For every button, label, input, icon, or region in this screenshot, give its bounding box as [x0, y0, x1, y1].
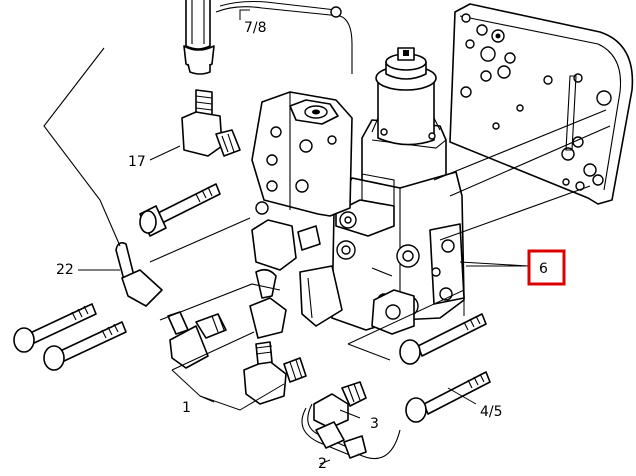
- fitting-2-pipe: [301, 403, 401, 459]
- label-22: 22: [56, 262, 74, 278]
- elbow-fitting-1b: [243, 341, 307, 405]
- solenoid-valve: [361, 47, 447, 197]
- callout-6-highlight: 6: [527, 249, 566, 286]
- fitting-center: [249, 268, 287, 339]
- label-1: 1: [182, 400, 191, 416]
- mounting-plate: [449, 3, 634, 205]
- bolt-left-upper: [13, 303, 97, 353]
- hose-fitting-top: [183, 0, 215, 75]
- elbow-fitting-1a: [167, 311, 227, 369]
- bolt-right-6: [399, 313, 487, 365]
- bolt-4-5: [405, 371, 491, 423]
- fitting-3: [313, 381, 367, 429]
- valve-block: [331, 171, 465, 335]
- label-7-8: 7/8: [244, 20, 267, 36]
- label-2: 2: [318, 456, 327, 472]
- bolt-17-left: [139, 183, 221, 237]
- bolt-left-lower: [43, 321, 127, 371]
- callout-lines: [78, 9, 526, 465]
- hydraulic-line: [149, 0, 611, 321]
- pump-block: [251, 91, 353, 327]
- fitting-22: [43, 47, 163, 307]
- elbow-fitting-17: [181, 89, 241, 157]
- label-3: 3: [370, 416, 379, 432]
- highlight-box: [527, 249, 566, 286]
- label-4-5: 4/5: [480, 404, 503, 420]
- label-17: 17: [128, 154, 146, 170]
- part-labels: 7/8 17 22 1 3 4/5 2: [56, 20, 503, 472]
- label-6: 6: [539, 261, 548, 277]
